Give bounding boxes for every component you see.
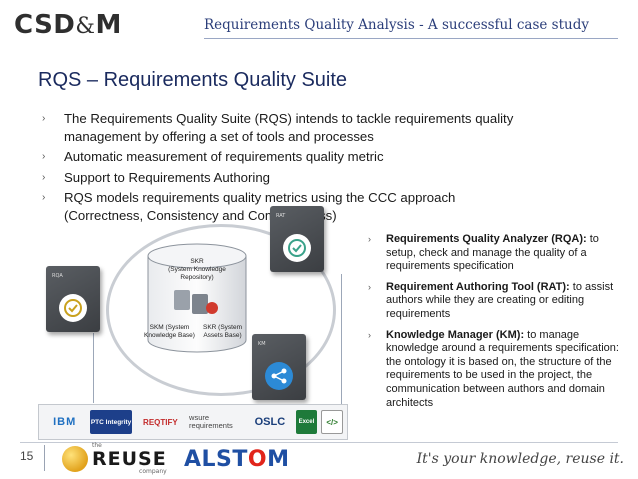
reuse-wordmark: the REUSE company xyxy=(92,442,167,475)
oslc-logo: OSLC xyxy=(254,416,286,428)
tool-desc: to setup, check and manage the quality o… xyxy=(386,233,599,273)
slide-title: RQS – Requirements Quality Suite xyxy=(38,69,348,91)
kb-label: SKM (System Knowledge Base) xyxy=(144,324,195,340)
reuse-company-logo: the REUSE company xyxy=(62,442,167,475)
bullet-item: › Support to Requirements Authoring xyxy=(42,169,582,187)
alstom-text-o: O xyxy=(247,447,268,472)
tool-desc: to manage knowledge around a requirement… xyxy=(386,328,619,409)
skr-repository-cylinder: SKR (System Knowledge Repository) SKM (S… xyxy=(144,242,248,354)
alstom-logo: ALSTOM xyxy=(184,447,290,472)
rat-product-box: RAT xyxy=(270,206,324,272)
ibm-logo: IBM xyxy=(53,416,77,428)
tool-bullet-list: › Requirements Quality Analyzer (RQA): to… xyxy=(368,233,623,417)
alstom-text-m: M xyxy=(267,447,290,472)
footer-vertical-divider xyxy=(44,445,45,471)
tool-term: Requirements Quality Analyzer (RQA): xyxy=(386,233,587,245)
connector-line xyxy=(341,274,342,404)
logo-ampersand: & xyxy=(75,14,96,39)
wsure-logo: wsure requirements xyxy=(189,413,233,430)
footer-divider xyxy=(20,442,618,443)
main-bullet-list: › The Requirements Quality Suite (RQS) in… xyxy=(42,110,582,227)
assets-label-text: SKR (System Assets Base) xyxy=(202,324,242,339)
xml-icon: </> xyxy=(321,410,343,434)
reuse-the-text: the xyxy=(92,442,102,449)
reuse-text: REUSE xyxy=(92,448,167,470)
integration-logos-band: IBM PTC Integrity REQTIFY wsure requirem… xyxy=(38,404,348,440)
assets-label: SKR (System Assets Base) xyxy=(197,324,248,340)
connector-line xyxy=(93,333,94,403)
skr-label-text: SKR (System Knowledge Repository) xyxy=(168,258,226,281)
header-divider xyxy=(204,38,618,39)
suite-ring xyxy=(106,224,336,396)
bullet-item: › Automatic measurement of requirements q… xyxy=(42,148,582,166)
bullet-arrow-icon: › xyxy=(368,329,371,340)
bullet-arrow-icon: › xyxy=(368,281,371,292)
bullet-text: Support to Requirements Authoring xyxy=(64,169,270,185)
rqa-check-icon xyxy=(59,294,87,322)
bullet-item: › The Requirements Quality Suite (RQS) in… xyxy=(42,110,582,145)
rat-check-icon xyxy=(283,234,311,262)
bullet-text: RQS models requirements quality metrics … xyxy=(64,190,456,223)
csdm-logo: CSD&M xyxy=(14,10,122,40)
bullet-text: The Requirements Quality Suite (RQS) int… xyxy=(64,111,514,144)
tool-term: Knowledge Manager (KM): xyxy=(386,328,525,341)
bullet-arrow-icon: › xyxy=(42,151,46,162)
tool-bullet-rqa: › Requirements Quality Analyzer (RQA): to… xyxy=(368,233,623,274)
product-tag: RAT xyxy=(276,213,286,219)
skr-label: SKR (System Knowledge Repository) xyxy=(146,258,248,282)
alstom-text-a: ALST xyxy=(184,447,248,472)
km-share-icon xyxy=(265,362,293,390)
bullet-text: Automatic measurement of requirements qu… xyxy=(64,149,384,164)
rqa-product-box: RQA xyxy=(46,266,100,332)
tool-bullet-rat: › Requirement Authoring Tool (RAT): to as… xyxy=(368,281,623,322)
reuse-company-text: company xyxy=(139,468,167,475)
kb-label-text: SKM (System Knowledge Base) xyxy=(144,324,195,339)
header-title: Requirements Quality Analysis - A succes… xyxy=(204,17,589,33)
bullet-arrow-icon: › xyxy=(42,171,46,183)
logo-text-left: CSD xyxy=(14,10,76,40)
tool-term: Requirement Authoring Tool (RAT): xyxy=(386,280,570,293)
excel-icon: Excel xyxy=(295,410,318,434)
rqs-architecture-diagram: RQA RAT KM SKR (Sys xyxy=(38,198,368,413)
bullet-arrow-icon: › xyxy=(368,234,371,244)
bullet-arrow-icon: › xyxy=(42,113,46,124)
ptc-integrity-logo: PTC Integrity xyxy=(90,410,132,434)
bullet-arrow-icon: › xyxy=(42,192,46,203)
product-tag: RQA xyxy=(52,273,63,279)
tool-desc: to assist authors while they are creatin… xyxy=(386,280,614,320)
reqtify-logo: REQTIFY xyxy=(143,417,178,427)
footer-tagline: It's your knowledge, reuse it. xyxy=(416,451,624,467)
globe-icon xyxy=(62,446,88,472)
km-product-box: KM xyxy=(252,334,306,400)
logo-text-right: M xyxy=(95,10,122,40)
product-tag: KM xyxy=(258,341,266,347)
bullet-item: › RQS models requirements quality metrics… xyxy=(42,189,582,224)
tool-bullet-km: › Knowledge Manager (KM): to manage knowl… xyxy=(368,329,623,411)
page-number: 15 xyxy=(20,449,34,463)
